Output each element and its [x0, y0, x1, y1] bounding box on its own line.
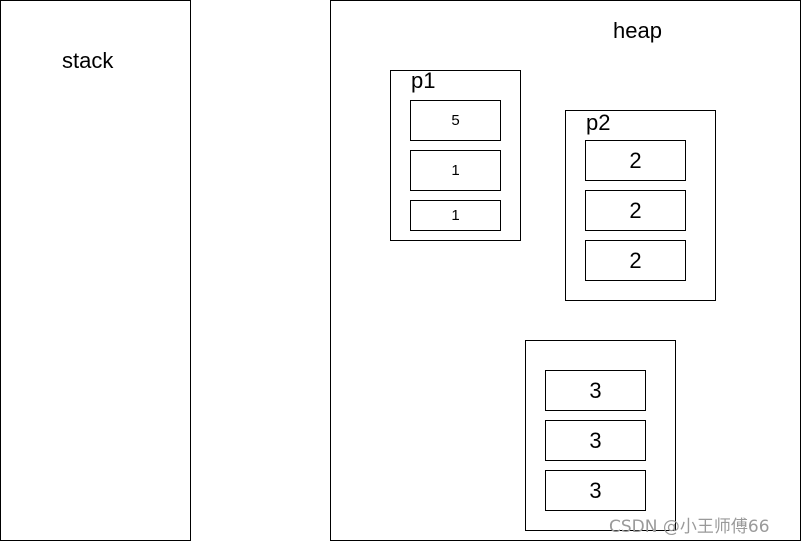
watermark: CSDN @小王师傅66	[609, 517, 770, 537]
object-p1-label: p1	[411, 68, 436, 93]
object-p2-label: p2	[586, 110, 611, 135]
object-p2-field: 2	[585, 140, 686, 181]
object-p1-field: 1	[410, 150, 501, 191]
stack-region	[0, 0, 191, 541]
object-p1-field: 5	[410, 100, 501, 141]
object-p2-field: 2	[585, 240, 686, 281]
stack-label: stack	[62, 48, 114, 73]
object-unnamed-field: 3	[545, 420, 646, 461]
object-p1-field: 1	[410, 200, 501, 231]
object-unnamed-field: 3	[545, 370, 646, 411]
object-p2-field: 2	[585, 190, 686, 231]
heap-label: heap	[613, 18, 662, 43]
object-unnamed-field: 3	[545, 470, 646, 511]
